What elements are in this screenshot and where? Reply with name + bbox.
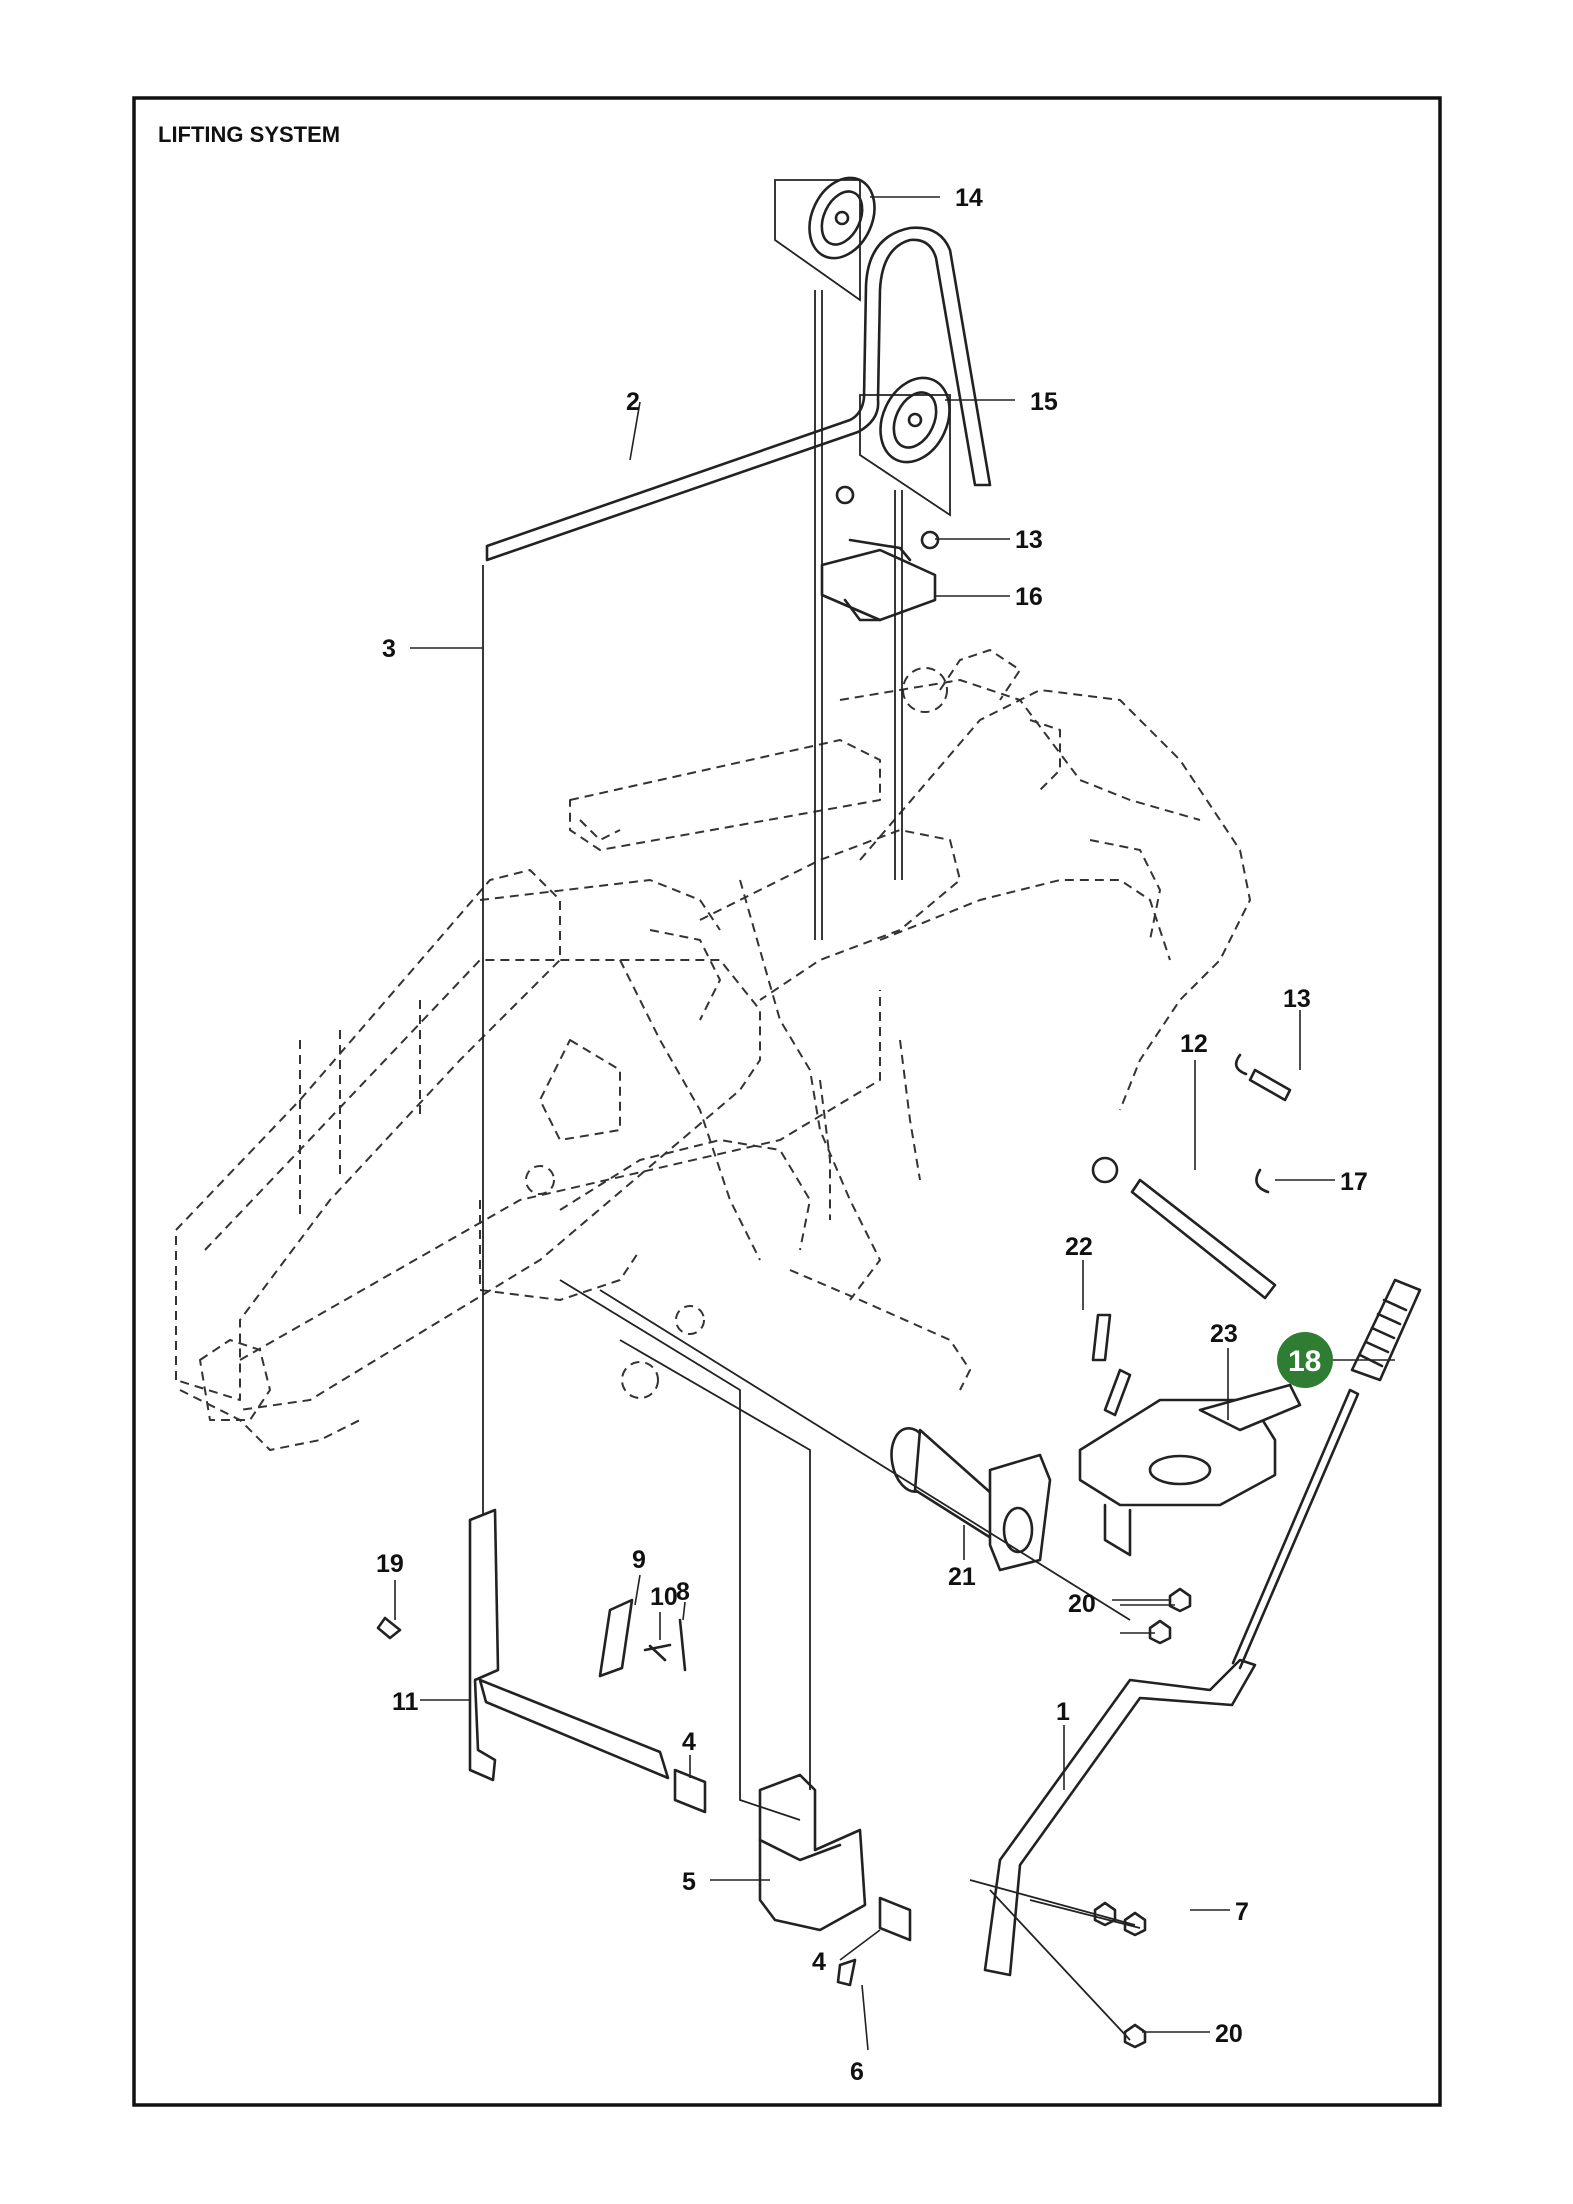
callout-9: 11 (392, 1688, 419, 1716)
callout-6: 8 (676, 1578, 690, 1606)
pin-11 (1248, 1068, 1292, 1102)
callout-3: 3 (382, 635, 396, 663)
callout-20a: 20 (1068, 1590, 1096, 1618)
callout-14: 16 (1015, 583, 1043, 611)
callout-21: 22 (1065, 1233, 1093, 1261)
callout-2: 2 (626, 388, 640, 416)
callouts: 14 15 2 3 13 16 13 12 17 22 23 18 21 20 … (376, 184, 1368, 2086)
bushing-4a (673, 1768, 707, 1814)
bolts (376, 1313, 1192, 2049)
callout-7: 9 (632, 1546, 646, 1574)
callout-11: 13 (1283, 985, 1311, 1013)
callout-1: 1 (1056, 1698, 1070, 1726)
chassis-frame (175, 649, 1251, 1451)
assembly-lines (559, 1279, 1141, 2041)
pulley-bracket (820, 485, 940, 622)
knob-16 (1350, 1278, 1422, 1382)
callout-15: 17 (1340, 1168, 1368, 1196)
callout-5: 5 (682, 1868, 696, 1896)
rod-vertical-line-2 (894, 490, 903, 880)
diagram-title: LIFTING SYSTEM (158, 122, 340, 147)
callout-12: 13 (1015, 526, 1043, 554)
callout-16: 18 (1288, 1345, 1321, 1378)
leader-lines (394, 196, 1395, 2051)
bracket-5 (758, 1773, 867, 1932)
callout-18: 6 (850, 2058, 864, 2086)
bracket-9 (468, 1508, 500, 1782)
callout-17: 19 (376, 1550, 404, 1578)
callout-13a: 14 (955, 184, 983, 212)
callout-8: 10 (650, 1583, 678, 1611)
tube-22 (890, 1426, 1052, 1572)
callout-4b: 4 (812, 1948, 826, 1976)
lift-rod (485, 226, 992, 562)
callout-19: 7 (1235, 1898, 1249, 1926)
callout-22: 21 (948, 1563, 976, 1591)
pin-7 (598, 1598, 634, 1678)
rod-vertical-line (814, 290, 823, 940)
lever-1 (983, 1658, 1257, 1977)
pulley-upper (774, 176, 876, 302)
callout-16-highlight: 18 (1277, 1332, 1333, 1388)
callout-20b: 20 (1215, 2020, 1243, 2048)
plate-23 (1078, 1383, 1302, 1557)
callout-23: 23 (1210, 1320, 1238, 1348)
callout-10: 12 (1180, 1030, 1208, 1058)
callout-13b: 15 (1030, 388, 1058, 416)
bushing-4b (878, 1896, 912, 1942)
pulley-lower (859, 376, 951, 517)
diagram-border (132, 96, 1442, 2107)
cross-shaft (478, 1678, 670, 1780)
pin-10 (1091, 1156, 1277, 1300)
callout-4a: 4 (682, 1728, 696, 1756)
